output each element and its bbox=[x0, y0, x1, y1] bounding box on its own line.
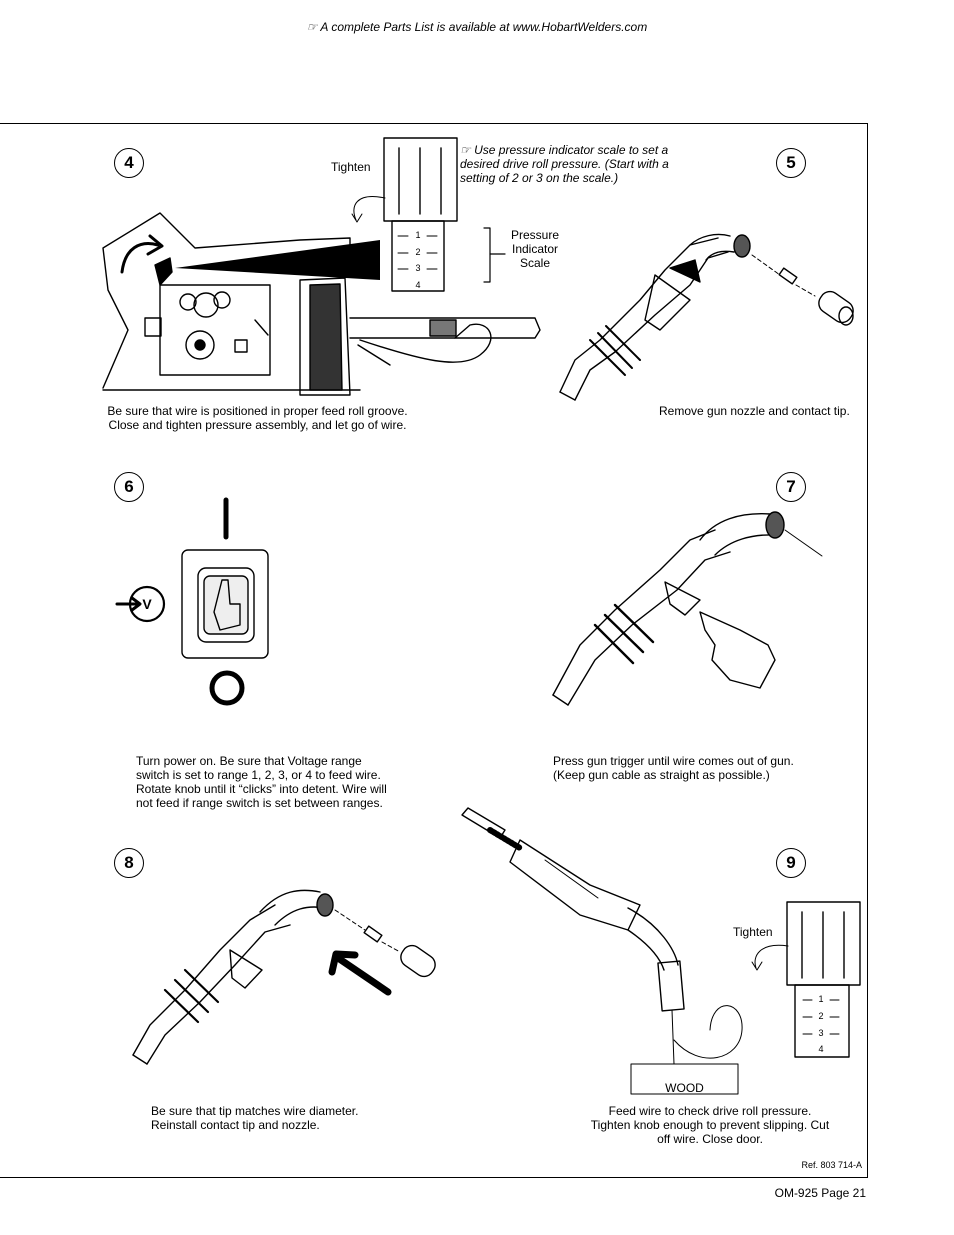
pressure-knob-illustration-9 bbox=[751, 901, 861, 1058]
welding-gun-8 bbox=[132, 889, 436, 1065]
step-4-caption: Be sure that wire is positioned in prope… bbox=[107, 404, 408, 432]
welding-gun-5 bbox=[559, 233, 854, 401]
switch-off-symbol: O bbox=[216, 686, 236, 687]
pressure-scale-note: ☞ Use pressure indicator scale to set a … bbox=[460, 143, 680, 185]
pointing-hand-icon: ☞ bbox=[460, 143, 475, 157]
pressure-indicator-scale-label: Pressure Indicator Scale bbox=[510, 228, 560, 270]
parts-list-note: ☞ A complete Parts List is available at … bbox=[0, 20, 954, 34]
tighten-label-9: Tighten bbox=[733, 925, 773, 939]
voltage-symbol: V bbox=[142, 596, 152, 612]
step-number-6: 6 bbox=[114, 472, 144, 502]
step-6-caption: Turn power on. Be sure that Voltage rang… bbox=[136, 754, 387, 810]
scale-ticks-4 bbox=[397, 235, 438, 270]
step-number-9: 9 bbox=[776, 848, 806, 878]
scale-mark-2: 2 bbox=[415, 247, 421, 257]
scale-mark-9-2: 2 bbox=[818, 1011, 824, 1021]
wood-label: WOOD bbox=[665, 1081, 704, 1095]
welding-gun-9 bbox=[461, 807, 743, 1095]
step-7-caption: Press gun trigger until wire comes out o… bbox=[553, 754, 794, 782]
pressure-knob-illustration bbox=[351, 137, 506, 292]
scale-ticks-9 bbox=[802, 999, 840, 1035]
step-8-caption: Be sure that tip matches wire diameter. … bbox=[151, 1104, 359, 1132]
pointing-hand-icon: ☞ bbox=[306, 20, 321, 34]
power-switch-illustration bbox=[115, 497, 269, 706]
step-5-caption: Remove gun nozzle and contact tip. bbox=[659, 404, 850, 418]
step-9-caption: Feed wire to check drive roll pressure. … bbox=[590, 1104, 830, 1146]
drive-assembly-illustration bbox=[102, 212, 541, 396]
parts-list-note-text: A complete Parts List is available at ww… bbox=[320, 20, 648, 34]
scale-mark-9-1: 1 bbox=[818, 994, 824, 1004]
page-number: OM-925 Page 21 bbox=[774, 1186, 866, 1200]
scale-mark-9-3: 3 bbox=[818, 1028, 824, 1038]
reference-number: Ref. 803 714-A bbox=[801, 1160, 862, 1170]
step-number-4: 4 bbox=[114, 148, 144, 178]
step-number-5: 5 bbox=[776, 148, 806, 178]
scale-mark-3: 3 bbox=[415, 263, 421, 273]
tighten-label-4: Tighten bbox=[331, 160, 371, 174]
scale-mark-1: 1 bbox=[415, 230, 421, 240]
scale-mark-9-4: 4 bbox=[818, 1044, 824, 1054]
welding-gun-7 bbox=[552, 511, 823, 706]
step-number-8: 8 bbox=[114, 848, 144, 878]
scale-mark-4: 4 bbox=[415, 280, 421, 290]
step-number-7: 7 bbox=[776, 472, 806, 502]
pressure-scale-note-text: Use pressure indicator scale to set a de… bbox=[460, 143, 669, 185]
instruction-frame bbox=[0, 123, 868, 1178]
switch-on-symbol: I bbox=[216, 498, 236, 499]
